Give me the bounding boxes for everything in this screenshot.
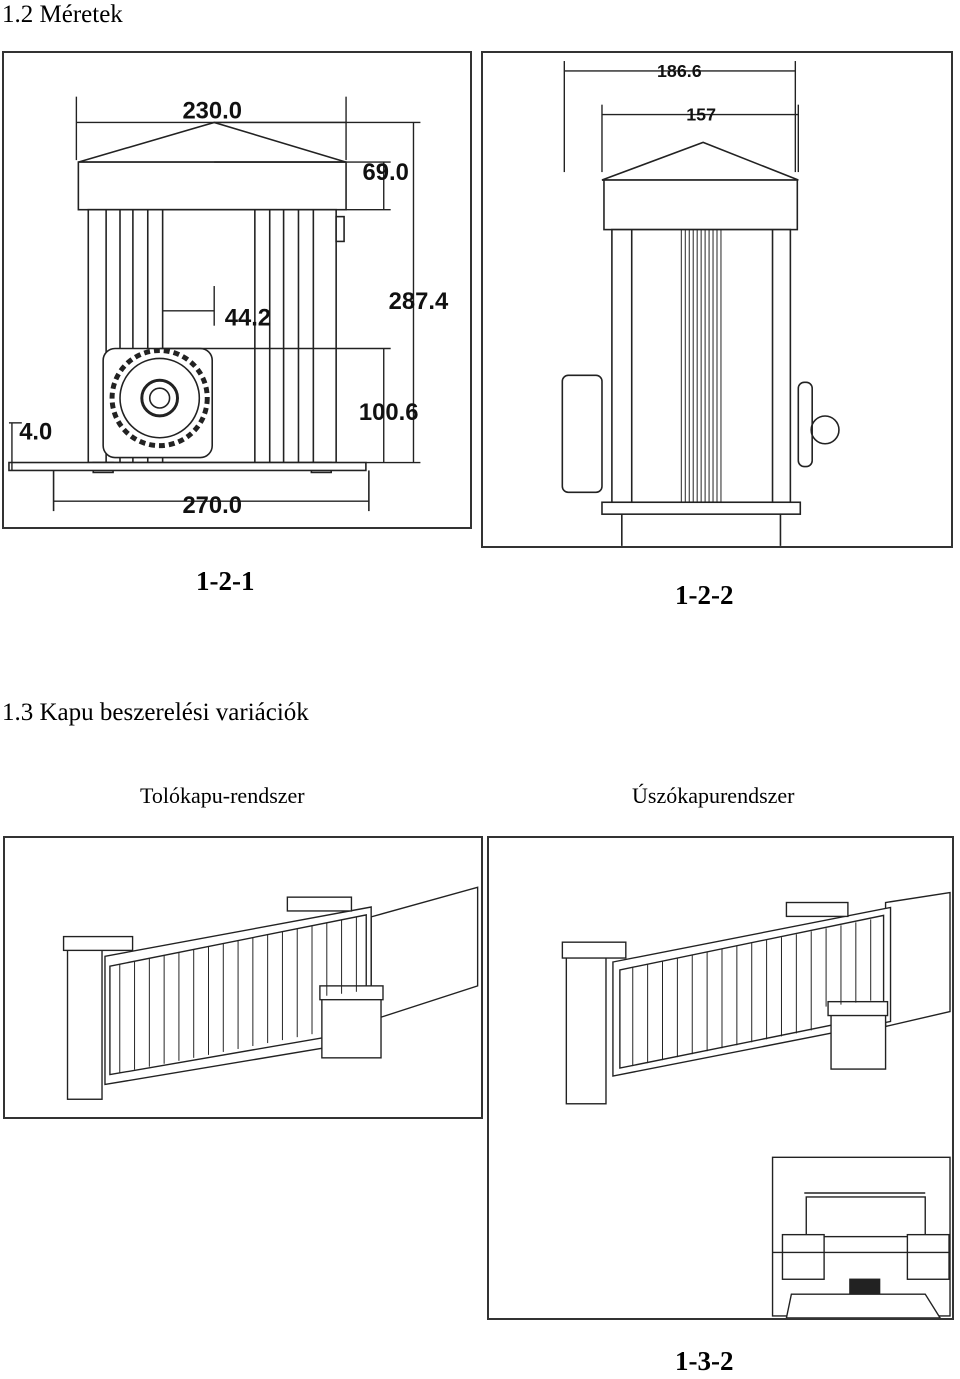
dim-base-thickness: 4.0 <box>19 419 52 446</box>
label-floating-gate-system: Úszókapurendszer <box>632 783 795 808</box>
floating-gate-svg <box>561 891 951 1318</box>
sliding-gate-illustration <box>3 836 483 1119</box>
floating-gate-illustration <box>487 836 954 1320</box>
dim-gear-height: 100.6 <box>359 399 419 426</box>
dimension-drawing-side: 186.6 157 <box>481 51 953 548</box>
dim-top-width: 230.0 <box>182 97 242 124</box>
dim-cap-height: 69.0 <box>363 159 409 186</box>
side-view-svg: 186.6 157 <box>561 61 840 546</box>
section-title-installation-variants: 1.3 Kapu beszerelési variációk <box>2 699 309 726</box>
figure-caption-1-2-2: 1-2-2 <box>675 580 734 610</box>
section-title-dimensions: 1.2 Méretek <box>2 1 123 28</box>
floating-gate-inset-detail <box>771 1156 951 1318</box>
figure-caption-1-2-1: 1-2-1 <box>196 566 255 596</box>
sliding-gate-svg <box>62 886 479 1100</box>
dim-gear-offset: 44.2 <box>225 305 271 332</box>
label-sliding-gate-system: Tolókapu-rendszer <box>140 783 305 808</box>
dim-base-width: 270.0 <box>182 492 242 519</box>
dim-inner-width: 157 <box>686 105 716 125</box>
dim-outer-width: 186.6 <box>657 61 702 81</box>
figure-caption-1-3-2: 1-3-2 <box>675 1346 734 1376</box>
dim-total-height: 287.4 <box>389 288 449 315</box>
dimension-drawing-front: 230.0 69.0 287.4 44.2 100.6 4.0 270.0 <box>2 51 472 529</box>
front-view-svg: 230.0 69.0 287.4 44.2 100.6 4.0 270.0 <box>8 96 449 519</box>
